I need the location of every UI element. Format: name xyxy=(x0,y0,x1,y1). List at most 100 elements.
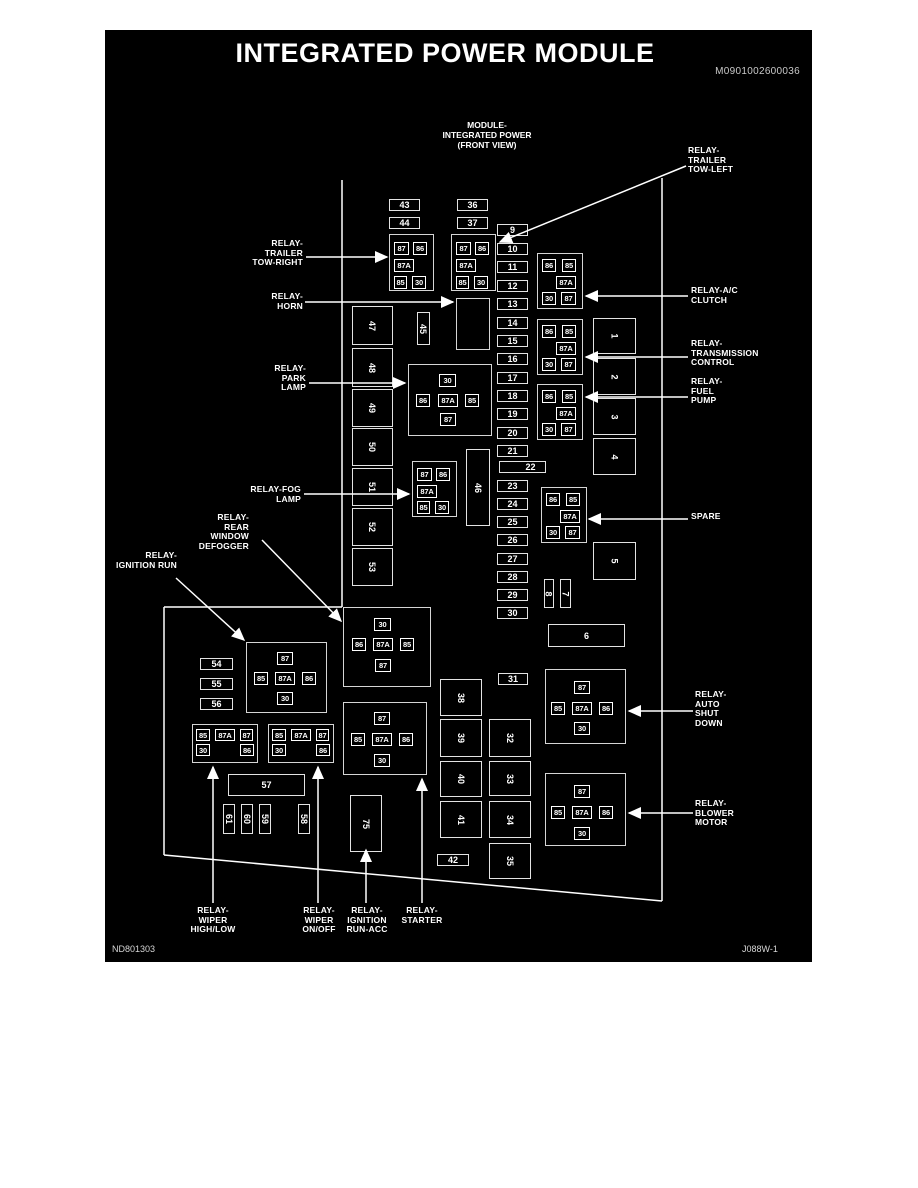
relay-ignition-run-pin-85: 85 xyxy=(254,672,268,685)
fuse-54: 54 xyxy=(200,658,233,670)
relay-fuel-pump-pin-87: 87 xyxy=(561,423,576,436)
relay-auto-shut-down-pin-30: 30 xyxy=(574,722,590,735)
fuse-3-number: 3 xyxy=(609,413,620,420)
fuse-16: 16 xyxy=(497,353,528,365)
fuse-26-number: 26 xyxy=(507,535,518,545)
relay-horn-label: RELAY-HORN xyxy=(271,291,303,311)
fuse-17-number: 17 xyxy=(507,373,518,383)
relay-ac-clutch-pin-85: 85 xyxy=(562,259,576,272)
fuse-36: 36 xyxy=(457,199,488,211)
relay-horn-label-line: RELAY- xyxy=(271,291,303,301)
relay-rear-window-defogger-label-line: RELAY- xyxy=(217,512,249,522)
fuse-30: 30 xyxy=(497,607,528,619)
fuse-11: 11 xyxy=(497,261,528,273)
relay-ignition-run-acc-pin-87: 87 xyxy=(374,712,390,725)
relay-auto-shut-down-label-line: DOWN xyxy=(695,717,723,728)
relay-ignition-run-acc-label-line: IGNITION xyxy=(347,914,387,925)
relay-wiper-high-low-pin-30: 30 xyxy=(196,744,210,756)
relay-trailer-tow-right-pin-87A: 87A xyxy=(394,259,414,272)
relay-wiper-on-off-label-line: WIPER xyxy=(304,914,334,925)
relay-ignition-run-acc-label-line: RUN-ACC xyxy=(346,924,388,934)
fuse-49: 49 xyxy=(352,389,393,427)
relay-trailer-tow-right-label-line: TRAILER xyxy=(264,247,303,258)
fuse-8-number: 8 xyxy=(543,590,554,597)
fuse-47-number: 47 xyxy=(367,320,378,331)
relay-ignition-run-acc-pin-87A: 87A xyxy=(372,733,392,746)
fuse-28: 28 xyxy=(497,571,528,583)
relay-starter-label: RELAY-STARTER xyxy=(352,905,492,925)
fuse-24: 24 xyxy=(497,498,528,510)
relay-ac-clutch-pin-87A: 87A xyxy=(556,276,576,289)
fuse-12: 12 xyxy=(497,280,528,292)
fuse-60-number: 60 xyxy=(242,813,253,825)
relay-ignition-run-acc-pin-85: 85 xyxy=(351,733,365,746)
relay-rear-window-defogger-label-line: DEFOGGER xyxy=(198,540,249,551)
fuse-51-number: 51 xyxy=(367,481,378,493)
spare-label: SPARE xyxy=(691,511,721,522)
relay-fuel-pump-label-line: RELAY- xyxy=(691,376,723,386)
relay-blower-motor-pin-87A: 87A xyxy=(572,806,592,819)
relay-transmission-control-pin-85: 85 xyxy=(562,325,576,338)
fuse-7: 7 xyxy=(560,579,571,608)
fuse-48-number: 48 xyxy=(367,362,378,373)
relay-auto-shut-down-pin-87: 87 xyxy=(574,681,590,694)
relay-wiper-high-low-label-line: HIGH/LOW xyxy=(190,924,236,934)
fuse-21-number: 21 xyxy=(507,446,518,456)
fuse-36-number: 36 xyxy=(467,200,478,210)
fuse-2-number: 2 xyxy=(609,373,620,380)
relay-wiper-on-off-pin-85: 85 xyxy=(272,729,286,741)
fuse-11-number: 11 xyxy=(507,262,518,272)
relay-fuel-pump-pin-86: 86 xyxy=(542,390,556,403)
doc-code: M0901002600036 xyxy=(715,66,800,77)
relay-trailer-tow-right-label-line: RELAY- xyxy=(271,238,303,248)
relay-blower-motor-label-line: MOTOR xyxy=(695,817,728,827)
fuse-27: 27 xyxy=(497,553,528,565)
relay-trailer-tow-right-pin-85: 85 xyxy=(394,276,407,289)
fuse-53-number: 53 xyxy=(367,561,378,573)
relay-auto-shut-down-pin-87A: 87A xyxy=(572,702,592,715)
fuse-27-number: 27 xyxy=(507,554,518,564)
fuse-9-number: 9 xyxy=(509,225,515,235)
relay-park-lamp-pin-87A: 87A xyxy=(438,394,458,407)
fuse-25: 25 xyxy=(497,516,528,528)
fuse-33-number: 33 xyxy=(504,773,515,784)
relay-blower-motor-label-line: RELAY- xyxy=(695,798,727,808)
fuse-51: 51 xyxy=(352,468,393,506)
relay-rear-window-defogger-pin-87A: 87A xyxy=(373,638,393,651)
fuse-1: 1 xyxy=(593,318,636,354)
relay-blower-motor-pin-87: 87 xyxy=(574,785,590,798)
fuse-39: 39 xyxy=(440,719,482,757)
fuse-15: 15 xyxy=(497,335,528,347)
relay-spare-pin-87A: 87A xyxy=(560,510,580,523)
relay-transmission-control-pin-87: 87 xyxy=(561,358,576,371)
relay-park-lamp-label-line: RELAY- xyxy=(274,363,306,373)
relay-park-lamp-label-line: PARK xyxy=(281,372,306,383)
relay-fuel-pump-pin-30: 30 xyxy=(542,423,556,436)
fuse-10: 10 xyxy=(497,243,528,255)
relay-wiper-high-low-label-line: WIPER xyxy=(198,914,228,925)
fuse-46: 46 xyxy=(466,449,490,526)
fuse-8: 8 xyxy=(544,579,554,608)
fuse-58-number: 58 xyxy=(299,813,310,825)
relay-rear-window-defogger-label-line: WINDOW xyxy=(210,531,249,541)
fuse-9: 9 xyxy=(497,224,528,236)
relay-rear-window-defogger-pin-30: 30 xyxy=(374,618,391,631)
fuse-31-number: 31 xyxy=(507,674,518,684)
relay-auto-shut-down-label-line: AUTO xyxy=(695,698,720,709)
fuse-53: 53 xyxy=(352,548,393,586)
fuse-75-number: 75 xyxy=(360,818,371,829)
relay-fog-lamp-pin-86: 86 xyxy=(436,468,450,481)
fuse-24-number: 24 xyxy=(507,499,518,509)
fuse-21: 21 xyxy=(497,445,528,457)
fuse-52-number: 52 xyxy=(367,521,378,533)
relay-ac-clutch-label-line: RELAY-A/C xyxy=(691,285,738,295)
fuse-50-number: 50 xyxy=(367,441,378,453)
